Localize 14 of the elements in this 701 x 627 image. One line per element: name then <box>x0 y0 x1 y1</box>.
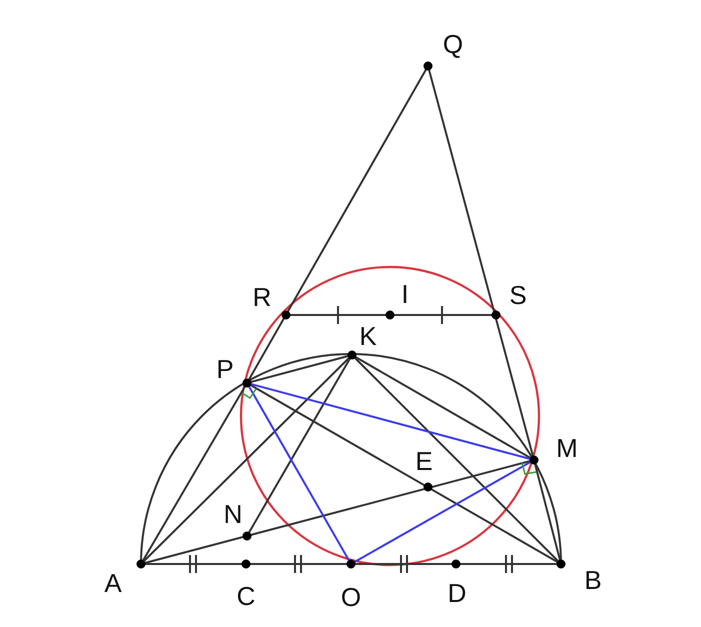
point-label: E <box>415 448 433 474</box>
point-label: D <box>448 580 466 606</box>
point-label: Q <box>442 31 464 57</box>
point-label: B <box>584 567 602 593</box>
point-label: S <box>509 282 527 308</box>
point-label: M <box>556 435 578 461</box>
point-label: O <box>340 584 362 610</box>
point-label: P <box>216 356 234 382</box>
point-label: K <box>359 323 377 349</box>
point-label: A <box>104 570 122 596</box>
point-label: R <box>252 284 272 310</box>
point-label: N <box>224 501 242 527</box>
point-label: I <box>401 281 409 307</box>
point-label: C <box>236 583 256 609</box>
